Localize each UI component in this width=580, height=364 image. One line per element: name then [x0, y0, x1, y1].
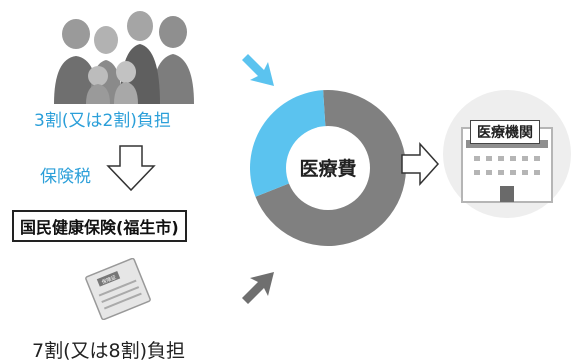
insurer-label: 国民健康保険(福生市) [12, 210, 187, 242]
hospital-label: 医療機関 [470, 120, 540, 144]
insurer-share-text: 7割(又は8割)負担 [32, 340, 186, 362]
tax-label: 保険税 [40, 167, 91, 187]
donut-center-label: 医療費 [299, 157, 356, 180]
gray-arrow-icon [240, 270, 276, 306]
hospital-illustration [440, 88, 574, 220]
blue-arrow-icon [240, 52, 276, 88]
insurance-card-illustration: 保険証 [78, 257, 158, 321]
family-share-text: 3割(又は2割)負担 [34, 111, 171, 131]
right-arrow-icon [400, 142, 440, 186]
family-illustration [48, 4, 198, 104]
cost-donut-chart: 医療費 [250, 90, 406, 246]
down-arrow-icon [106, 144, 156, 192]
